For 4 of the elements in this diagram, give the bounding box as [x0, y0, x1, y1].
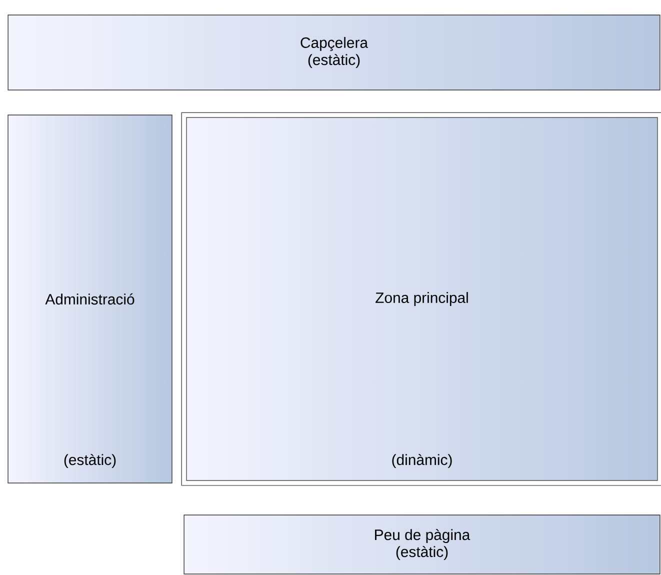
layout-box: Peu de pàgina (estàtic) [184, 514, 660, 574]
content-panel: Zona principal (dinàmic) [181, 112, 661, 486]
layout-box: Capçelera (estàtic) [8, 14, 660, 90]
layout-box: Administració (estàtic) [8, 114, 172, 484]
